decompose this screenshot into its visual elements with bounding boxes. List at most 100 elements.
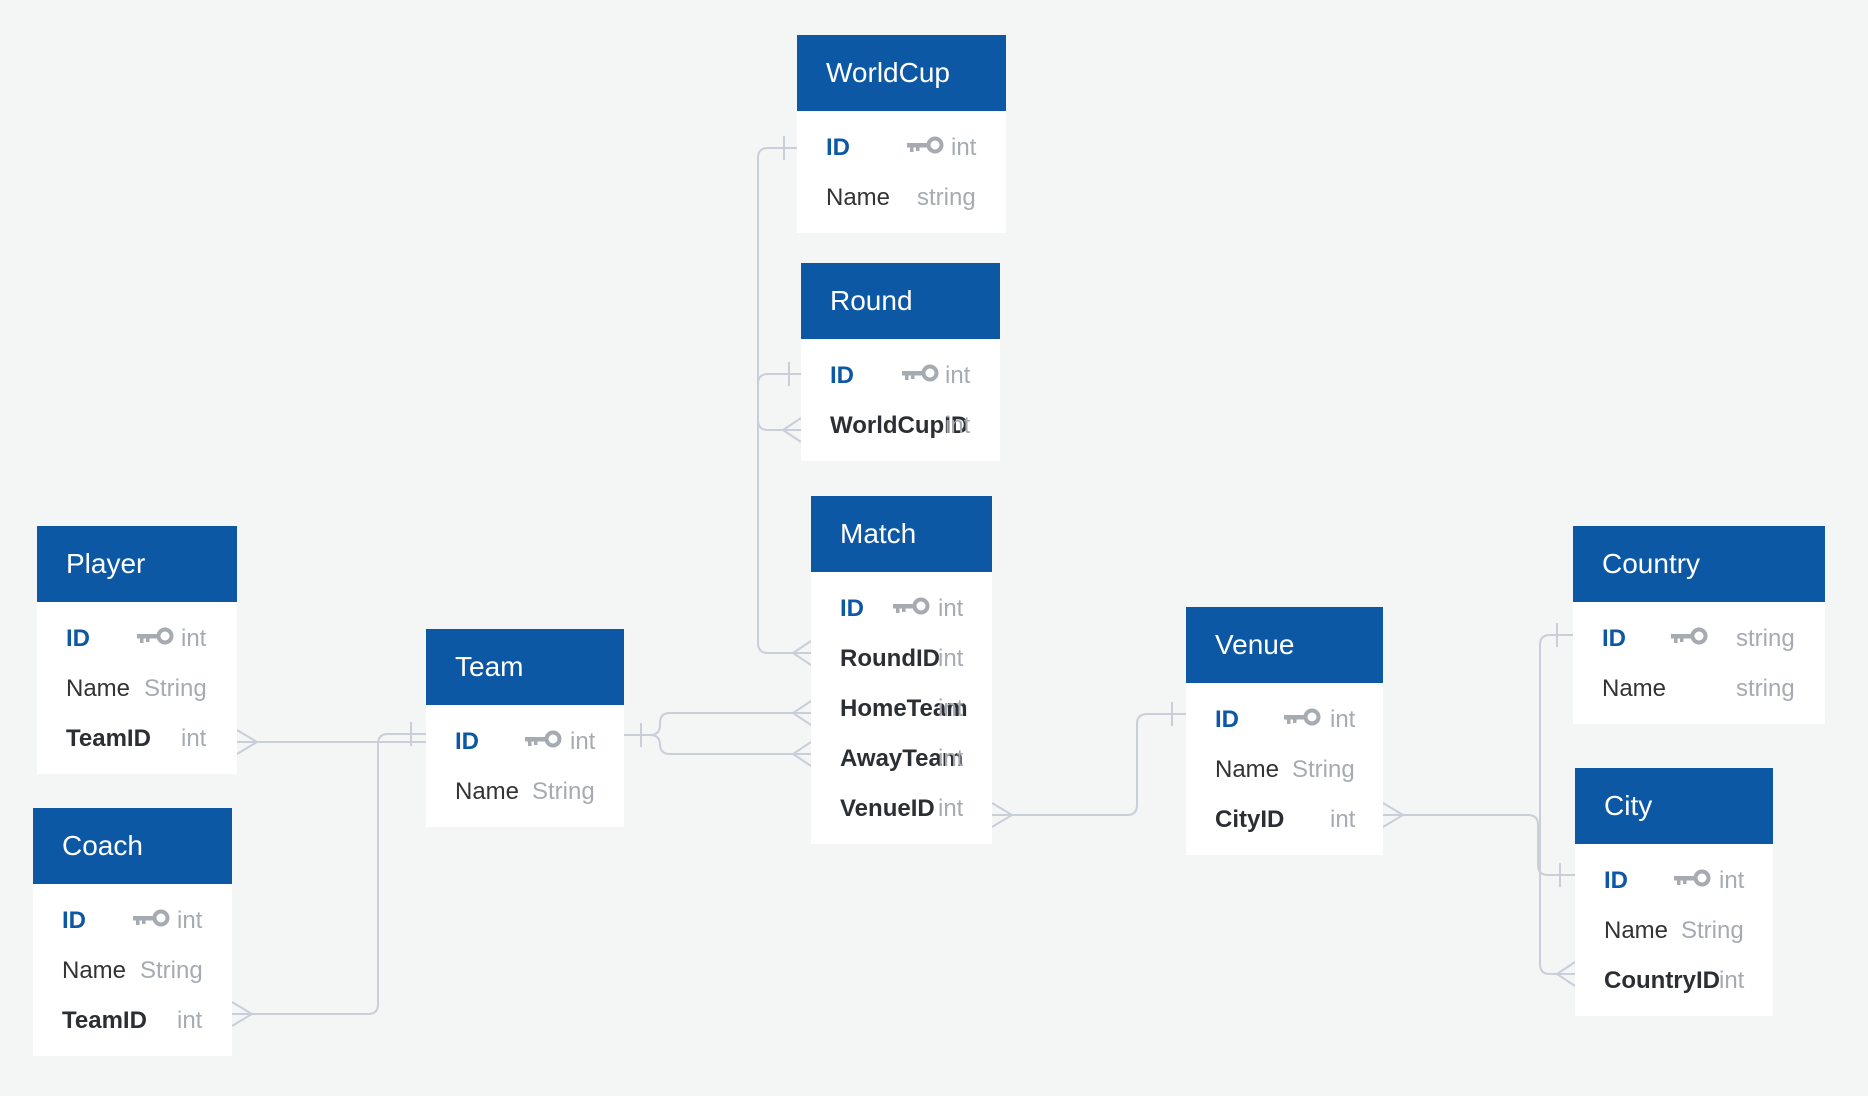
table-player[interactable]: Player ID int Name String TeamID int — [37, 526, 237, 774]
field-type: int — [177, 1007, 203, 1034]
field-type: int — [1330, 706, 1356, 733]
field-name: HomeTeam — [840, 695, 968, 722]
primary-key-icon — [523, 730, 563, 752]
primary-key-icon — [905, 136, 945, 158]
field-row[interactable]: ID int — [33, 896, 232, 946]
field-row[interactable]: RoundID int — [811, 634, 992, 684]
table-round[interactable]: Round ID int WorldCupID int — [801, 263, 1000, 461]
field-name: ID — [62, 907, 86, 934]
field-type: int — [951, 134, 977, 161]
field-name: Name — [455, 778, 520, 805]
field-type: int — [945, 412, 971, 439]
table-header-country[interactable]: Country — [1573, 526, 1825, 602]
field-type: int — [570, 728, 596, 755]
field-row[interactable]: AwayTeam int — [811, 734, 992, 784]
primary-key-icon — [131, 909, 171, 931]
field-type: string — [1736, 625, 1795, 652]
field-row[interactable]: Name String — [1575, 906, 1773, 956]
field-name: Name — [66, 675, 131, 702]
table-header-match[interactable]: Match — [811, 496, 992, 572]
field-name: RoundID — [840, 645, 940, 672]
primary-key-icon — [1282, 708, 1322, 730]
table-header-city[interactable]: City — [1575, 768, 1773, 844]
table-country[interactable]: Country ID string Name string — [1573, 526, 1825, 724]
field-type: String — [532, 778, 595, 805]
link-coach-team — [232, 733, 426, 1015]
field-type: int — [177, 907, 203, 934]
field-row[interactable]: Name string — [1573, 664, 1825, 714]
field-row[interactable]: Name String — [426, 767, 624, 817]
field-type: int — [938, 595, 964, 622]
table-team[interactable]: Team ID int Name String — [426, 629, 624, 827]
link-round-match — [757, 373, 811, 654]
field-row[interactable]: ID int — [37, 614, 237, 664]
link-venue-city — [1383, 814, 1575, 876]
table-venue[interactable]: Venue ID int Name String CityID int — [1186, 607, 1383, 855]
link-awayteam-crowfoot — [791, 741, 812, 767]
link-team-awayteam — [624, 734, 811, 755]
field-row[interactable]: TeamID int — [33, 996, 232, 1046]
link-country-city — [1539, 634, 1575, 975]
field-name: CountryID — [1604, 967, 1720, 994]
field-name: ID — [826, 134, 850, 161]
field-type: String — [140, 957, 203, 984]
field-row[interactable]: WorldCupID int — [801, 401, 1000, 451]
field-type: int — [945, 362, 971, 389]
field-row[interactable]: CountryID int — [1575, 956, 1773, 1006]
field-type: int — [1719, 967, 1745, 994]
field-type: String — [1292, 756, 1355, 783]
link-match-venue — [992, 713, 1186, 816]
link-round-worldcupid-crowfoot — [781, 417, 802, 443]
table-worldcup[interactable]: WorldCup ID int Name string — [797, 35, 1006, 233]
field-name: Name — [1215, 756, 1280, 783]
field-name: CityID — [1215, 806, 1285, 833]
field-name: Name — [1604, 917, 1669, 944]
field-type: int — [1719, 867, 1745, 894]
table-city[interactable]: City ID int Name String CountryID int — [1575, 768, 1773, 1016]
field-row[interactable]: Name String — [1186, 745, 1383, 795]
field-type: int — [938, 745, 964, 772]
table-header-venue[interactable]: Venue — [1186, 607, 1383, 683]
primary-key-icon — [900, 364, 940, 386]
link-cityid-crowfoot — [1382, 802, 1405, 828]
primary-key-icon — [891, 597, 931, 619]
field-row[interactable]: Name String — [33, 946, 232, 996]
field-row[interactable]: ID int — [801, 351, 1000, 401]
field-type: int — [938, 795, 964, 822]
field-name: TeamID — [66, 725, 151, 752]
link-match-roundid-crowfoot — [791, 640, 812, 666]
field-name: TeamID — [62, 1007, 147, 1034]
primary-key-icon — [135, 627, 175, 649]
field-row[interactable]: Name String — [37, 664, 237, 714]
field-type: int — [181, 725, 207, 752]
field-row[interactable]: ID int — [1186, 695, 1383, 745]
field-row[interactable]: ID int — [797, 123, 1006, 173]
table-header-coach[interactable]: Coach — [33, 808, 232, 884]
field-name: ID — [1215, 706, 1239, 733]
field-row[interactable]: ID string — [1573, 614, 1825, 664]
field-row[interactable]: VenueID int — [811, 784, 992, 834]
link-coach-crowfoot — [231, 1001, 254, 1027]
field-row[interactable]: ID int — [811, 584, 992, 634]
table-coach[interactable]: Coach ID int Name String TeamID int — [33, 808, 232, 1056]
field-row[interactable]: HomeTeam int — [811, 684, 992, 734]
table-match[interactable]: Match ID int RoundID int HomeTeam int Aw… — [811, 496, 992, 844]
table-header-team[interactable]: Team — [426, 629, 624, 705]
field-row[interactable]: TeamID int — [37, 714, 237, 764]
primary-key-icon — [1669, 627, 1709, 649]
field-type: String — [144, 675, 207, 702]
field-row[interactable]: ID int — [426, 717, 624, 767]
field-row[interactable]: CityID int — [1186, 795, 1383, 845]
field-type: int — [938, 645, 964, 672]
field-row[interactable]: ID int — [1575, 856, 1773, 906]
field-type: int — [181, 625, 207, 652]
field-name: VenueID — [840, 795, 935, 822]
field-name: Name — [1602, 675, 1667, 702]
table-header-round[interactable]: Round — [801, 263, 1000, 339]
field-name: WorldCupID — [830, 412, 969, 439]
field-name: ID — [1604, 867, 1628, 894]
table-header-worldcup[interactable]: WorldCup — [797, 35, 1006, 111]
field-row[interactable]: Name string — [797, 173, 1006, 223]
link-hometeam-crowfoot — [791, 700, 812, 726]
table-header-player[interactable]: Player — [37, 526, 237, 602]
